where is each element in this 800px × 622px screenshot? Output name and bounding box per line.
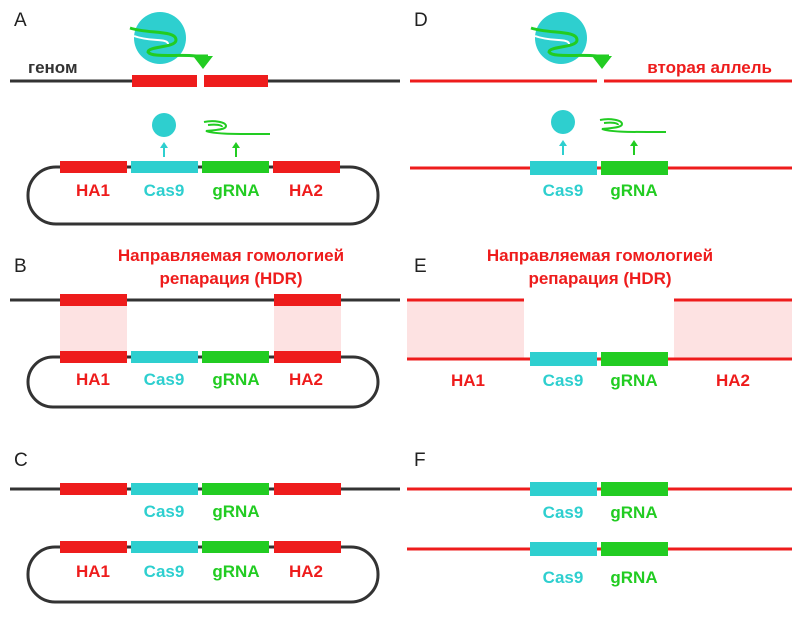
cas9-label: Cas9 xyxy=(543,503,584,522)
ha2-segment xyxy=(274,541,341,553)
cas9-label: Cas9 xyxy=(543,181,584,200)
cas9-complex-icon xyxy=(530,12,612,69)
arrow-up-icon xyxy=(232,142,240,157)
cas9-segment xyxy=(131,483,198,495)
arrow-up-icon xyxy=(630,140,638,155)
grna-segment xyxy=(601,352,668,366)
grna-segment xyxy=(202,161,269,173)
ha1-label: HA1 xyxy=(76,562,110,581)
cas9-label: Cas9 xyxy=(144,562,185,581)
hdr-title-line1: Направляемая гомологией xyxy=(487,246,713,265)
arrow-up-icon xyxy=(160,142,168,157)
cas9-segment xyxy=(530,542,597,556)
cas9-segment xyxy=(530,482,597,496)
cas9-segment xyxy=(131,541,198,553)
grna-label: gRNA xyxy=(610,568,657,587)
grna-label: gRNA xyxy=(610,371,657,390)
panel-d: D вторая аллель Cas9 gRNA xyxy=(410,10,792,200)
panel-f: F Cas9 gRNA Cas9 gRNA xyxy=(407,450,792,587)
ha1-segment xyxy=(60,483,127,495)
grna-segment xyxy=(202,351,269,363)
panel-f-letter: F xyxy=(414,450,426,471)
ha1-label: HA1 xyxy=(451,371,485,390)
grna-label: gRNA xyxy=(610,503,657,522)
cas9-segment xyxy=(131,161,198,173)
panel-c: C Cas9 gRNA HA1 Cas9 gRNA HA2 xyxy=(10,450,400,604)
hdr-title-line2: репарация (HDR) xyxy=(159,269,302,288)
homology-region xyxy=(674,300,792,359)
grna-label: gRNA xyxy=(212,181,259,200)
hdr-title-line1: Направляемая гомологией xyxy=(118,246,344,265)
ha2-label: HA2 xyxy=(289,181,323,200)
ha1-segment xyxy=(60,541,127,553)
panel-a-letter: A xyxy=(14,10,27,31)
grna-label: gRNA xyxy=(212,370,259,389)
grna-label: gRNA xyxy=(212,502,259,521)
cas9-complex-icon xyxy=(129,12,213,69)
panel-c-letter: C xyxy=(14,450,28,471)
cas9-segment xyxy=(530,161,597,175)
panel-e-letter: E xyxy=(414,256,427,277)
panel-e: E Направляемая гомологией репарация (HDR… xyxy=(407,246,792,390)
homology-region xyxy=(274,300,341,357)
arrow-up-icon xyxy=(559,140,567,155)
grna-segment xyxy=(202,483,269,495)
cas9-protein-icon xyxy=(152,113,176,137)
ha1-label: HA1 xyxy=(76,370,110,389)
cut-site-right-segment xyxy=(204,75,268,87)
grna-segment xyxy=(202,541,269,553)
ha2-segment xyxy=(274,483,341,495)
cut-site-left-segment xyxy=(132,75,197,87)
panel-b: B Направляемая гомологией репарация (HDR… xyxy=(10,246,400,409)
grna-icon xyxy=(599,118,666,133)
ha2-label: HA2 xyxy=(289,562,323,581)
cas9-label: Cas9 xyxy=(144,502,185,521)
grna-icon xyxy=(203,120,270,135)
cas9-segment xyxy=(530,352,597,366)
ha2-label: HA2 xyxy=(289,370,323,389)
homology-region xyxy=(60,300,127,357)
genome-ha2-segment xyxy=(274,294,341,306)
grna-segment xyxy=(601,161,668,175)
cas9-label: Cas9 xyxy=(543,568,584,587)
grna-segment xyxy=(601,482,668,496)
ha1-label: HA1 xyxy=(76,181,110,200)
second-allele-label: вторая аллель xyxy=(647,58,772,77)
genome-label: геном xyxy=(28,58,78,77)
ha2-segment xyxy=(274,351,341,363)
homology-region xyxy=(407,300,524,359)
cas9-label: Cas9 xyxy=(144,181,185,200)
ha1-segment xyxy=(60,161,127,173)
grna-segment xyxy=(601,542,668,556)
ha2-label: HA2 xyxy=(716,371,750,390)
cas9-segment xyxy=(131,351,198,363)
hdr-title-line2: репарация (HDR) xyxy=(528,269,671,288)
grna-label: gRNA xyxy=(610,181,657,200)
cas9-label: Cas9 xyxy=(144,370,185,389)
cas9-protein-icon xyxy=(551,110,575,134)
genome-ha1-segment xyxy=(60,294,127,306)
ha1-segment xyxy=(60,351,127,363)
cas9-label: Cas9 xyxy=(543,371,584,390)
panel-a: A геном xyxy=(10,10,400,226)
ha2-segment xyxy=(273,161,340,173)
panel-d-letter: D xyxy=(414,10,428,31)
panel-b-letter: B xyxy=(14,256,27,277)
grna-label: gRNA xyxy=(212,562,259,581)
